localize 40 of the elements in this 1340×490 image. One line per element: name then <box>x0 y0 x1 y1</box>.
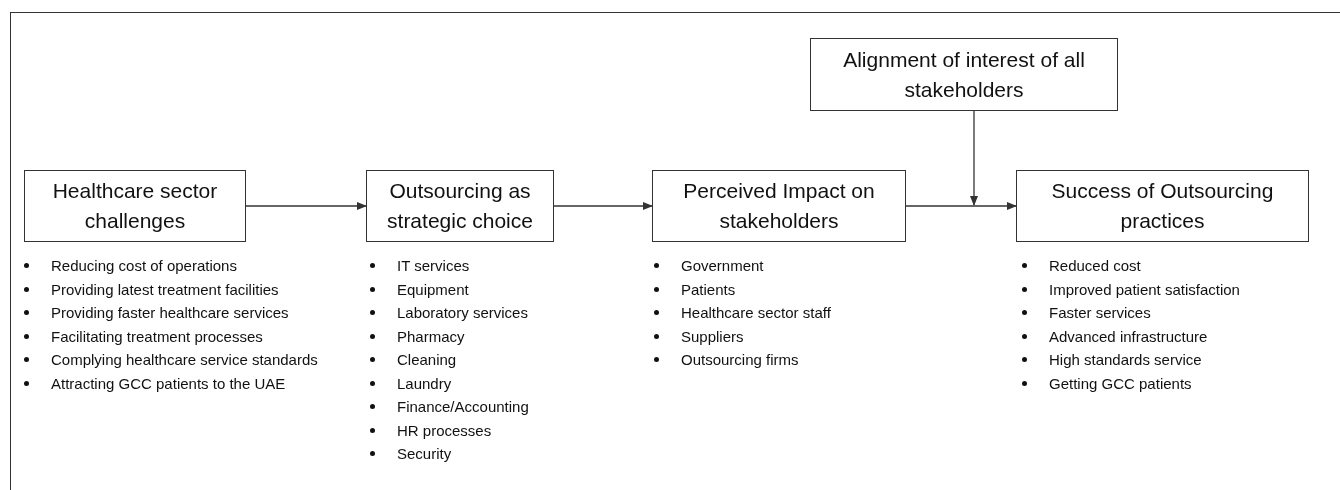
bullet-item: IT services <box>397 256 470 276</box>
box-title: Alignment of interest of all stakeholders <box>842 46 1086 103</box>
box-title: Healthcare sector challenges <box>51 178 219 234</box>
process-box <box>366 170 554 242</box>
process-box <box>810 38 1118 111</box>
arrow <box>245 202 367 210</box>
bullet-item: Laundry <box>397 373 452 394</box>
bullet-item: Reduced cost <box>1049 256 1141 276</box>
box-title: Success of Outsourcing practices <box>1050 178 1275 234</box>
bullet-item: Laboratory services <box>397 303 528 323</box>
bullet-item: Reducing cost of operations <box>51 256 237 276</box>
bullet-item: Government <box>681 256 764 276</box>
bullet-item: Attracting GCC patients to the UAE <box>51 373 286 394</box>
bullet-item: Healthcare sector staff <box>681 303 831 323</box>
bullet-item: Providing faster healthcare services <box>51 303 289 323</box>
bullet-item: Security <box>397 444 452 464</box>
bullet-item: Providing latest treatment facilities <box>51 279 279 300</box>
arrow <box>970 110 978 206</box>
bullet-item: Cleaning <box>397 350 457 370</box>
process-box <box>1016 170 1309 242</box>
box-title: Perceived Impact on stakeholders <box>682 178 876 234</box>
bullet-item: Equipment <box>397 279 469 300</box>
box-title: Outsourcing as strategic choice <box>386 178 534 234</box>
process-box <box>652 170 906 242</box>
bullet-item: HR processes <box>397 420 492 441</box>
bullet-item: Patients <box>681 279 736 300</box>
bullet-item: Improved patient satisfaction <box>1049 279 1240 300</box>
bullet-item: Faster services <box>1049 303 1151 323</box>
arrow <box>553 202 653 210</box>
arrow <box>905 202 1017 210</box>
bullet-item: Getting GCC patients <box>1049 373 1192 394</box>
bullet-item: Advanced infrastructure <box>1049 326 1208 347</box>
bullet-item: Complying healthcare service standards <box>51 350 318 370</box>
bullet-item: Facilitating treatment processes <box>51 326 263 347</box>
bullet-item: Pharmacy <box>397 326 465 347</box>
process-box <box>24 170 246 242</box>
bullet-item: High standards service <box>1049 350 1202 370</box>
bullet-item: Suppliers <box>681 326 744 347</box>
bullet-item: Outsourcing firms <box>681 350 799 370</box>
bullet-item: Finance/Accounting <box>397 397 529 417</box>
